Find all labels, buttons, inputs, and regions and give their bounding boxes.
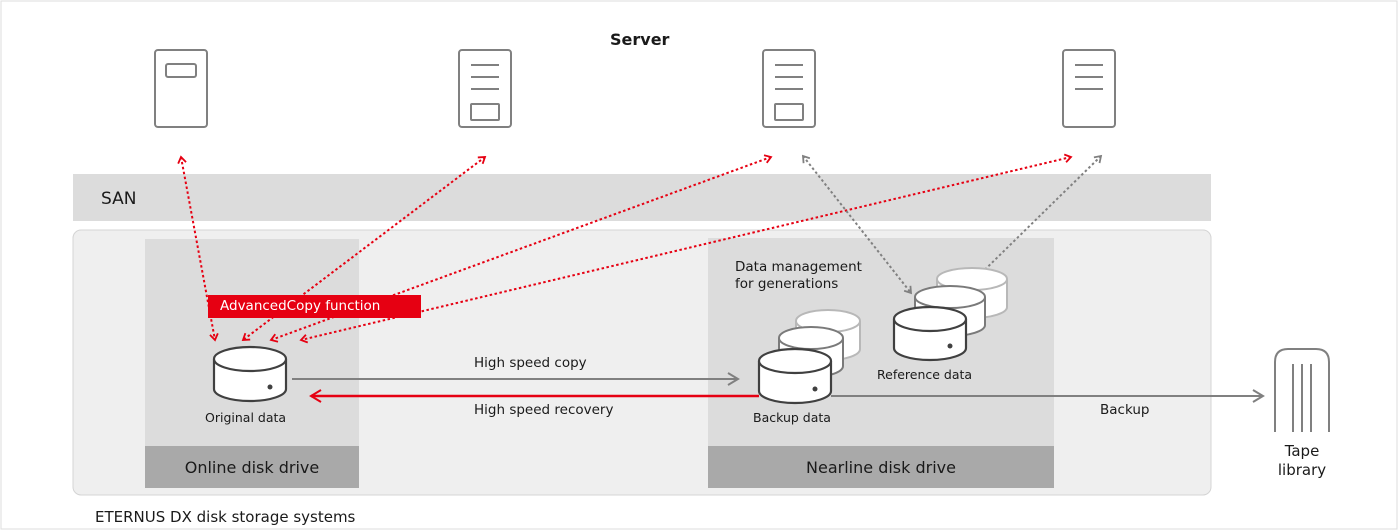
original-data-label: Original data	[205, 410, 287, 425]
server-label: Server	[610, 30, 670, 49]
backup-data-disk-icon	[757, 347, 833, 405]
high-speed-copy-label: High speed copy	[474, 355, 587, 371]
backup-label: Backup	[1100, 402, 1150, 418]
tape-library-label-line2: library	[1277, 461, 1327, 479]
san-band	[73, 174, 1211, 221]
tape-library-label-line1: Tape	[1284, 442, 1320, 460]
online-drive-footer	[145, 446, 359, 488]
advanced-copy-label-box	[208, 295, 421, 318]
backup-data-label: Backup data	[753, 410, 831, 425]
system-label: ETERNUS DX disk storage systems	[95, 508, 356, 526]
san-label: SAN	[101, 189, 137, 209]
reference-data-disk-icon	[892, 305, 968, 362]
high-speed-recovery-label: High speed recovery	[474, 402, 614, 418]
server-icon	[762, 49, 816, 128]
server-icon	[1062, 49, 1116, 128]
tape-library-icon	[1274, 348, 1330, 432]
data-management-label-line1: Data management	[735, 259, 862, 275]
advanced-copy-label: AdvancedCopy function	[220, 298, 381, 314]
nearline-drive-label: Nearline disk drive	[806, 457, 956, 477]
server-icon	[154, 49, 208, 128]
reference-data-label: Reference data	[877, 367, 973, 382]
original-data-disk-icon	[212, 345, 288, 403]
data-management-label-line2: for generations	[735, 276, 839, 292]
server-icon	[458, 49, 512, 128]
online-drive-label: Online disk drive	[184, 457, 320, 477]
nearline-drive-footer	[708, 446, 1054, 488]
reference-data-arrows	[801, 154, 1103, 295]
